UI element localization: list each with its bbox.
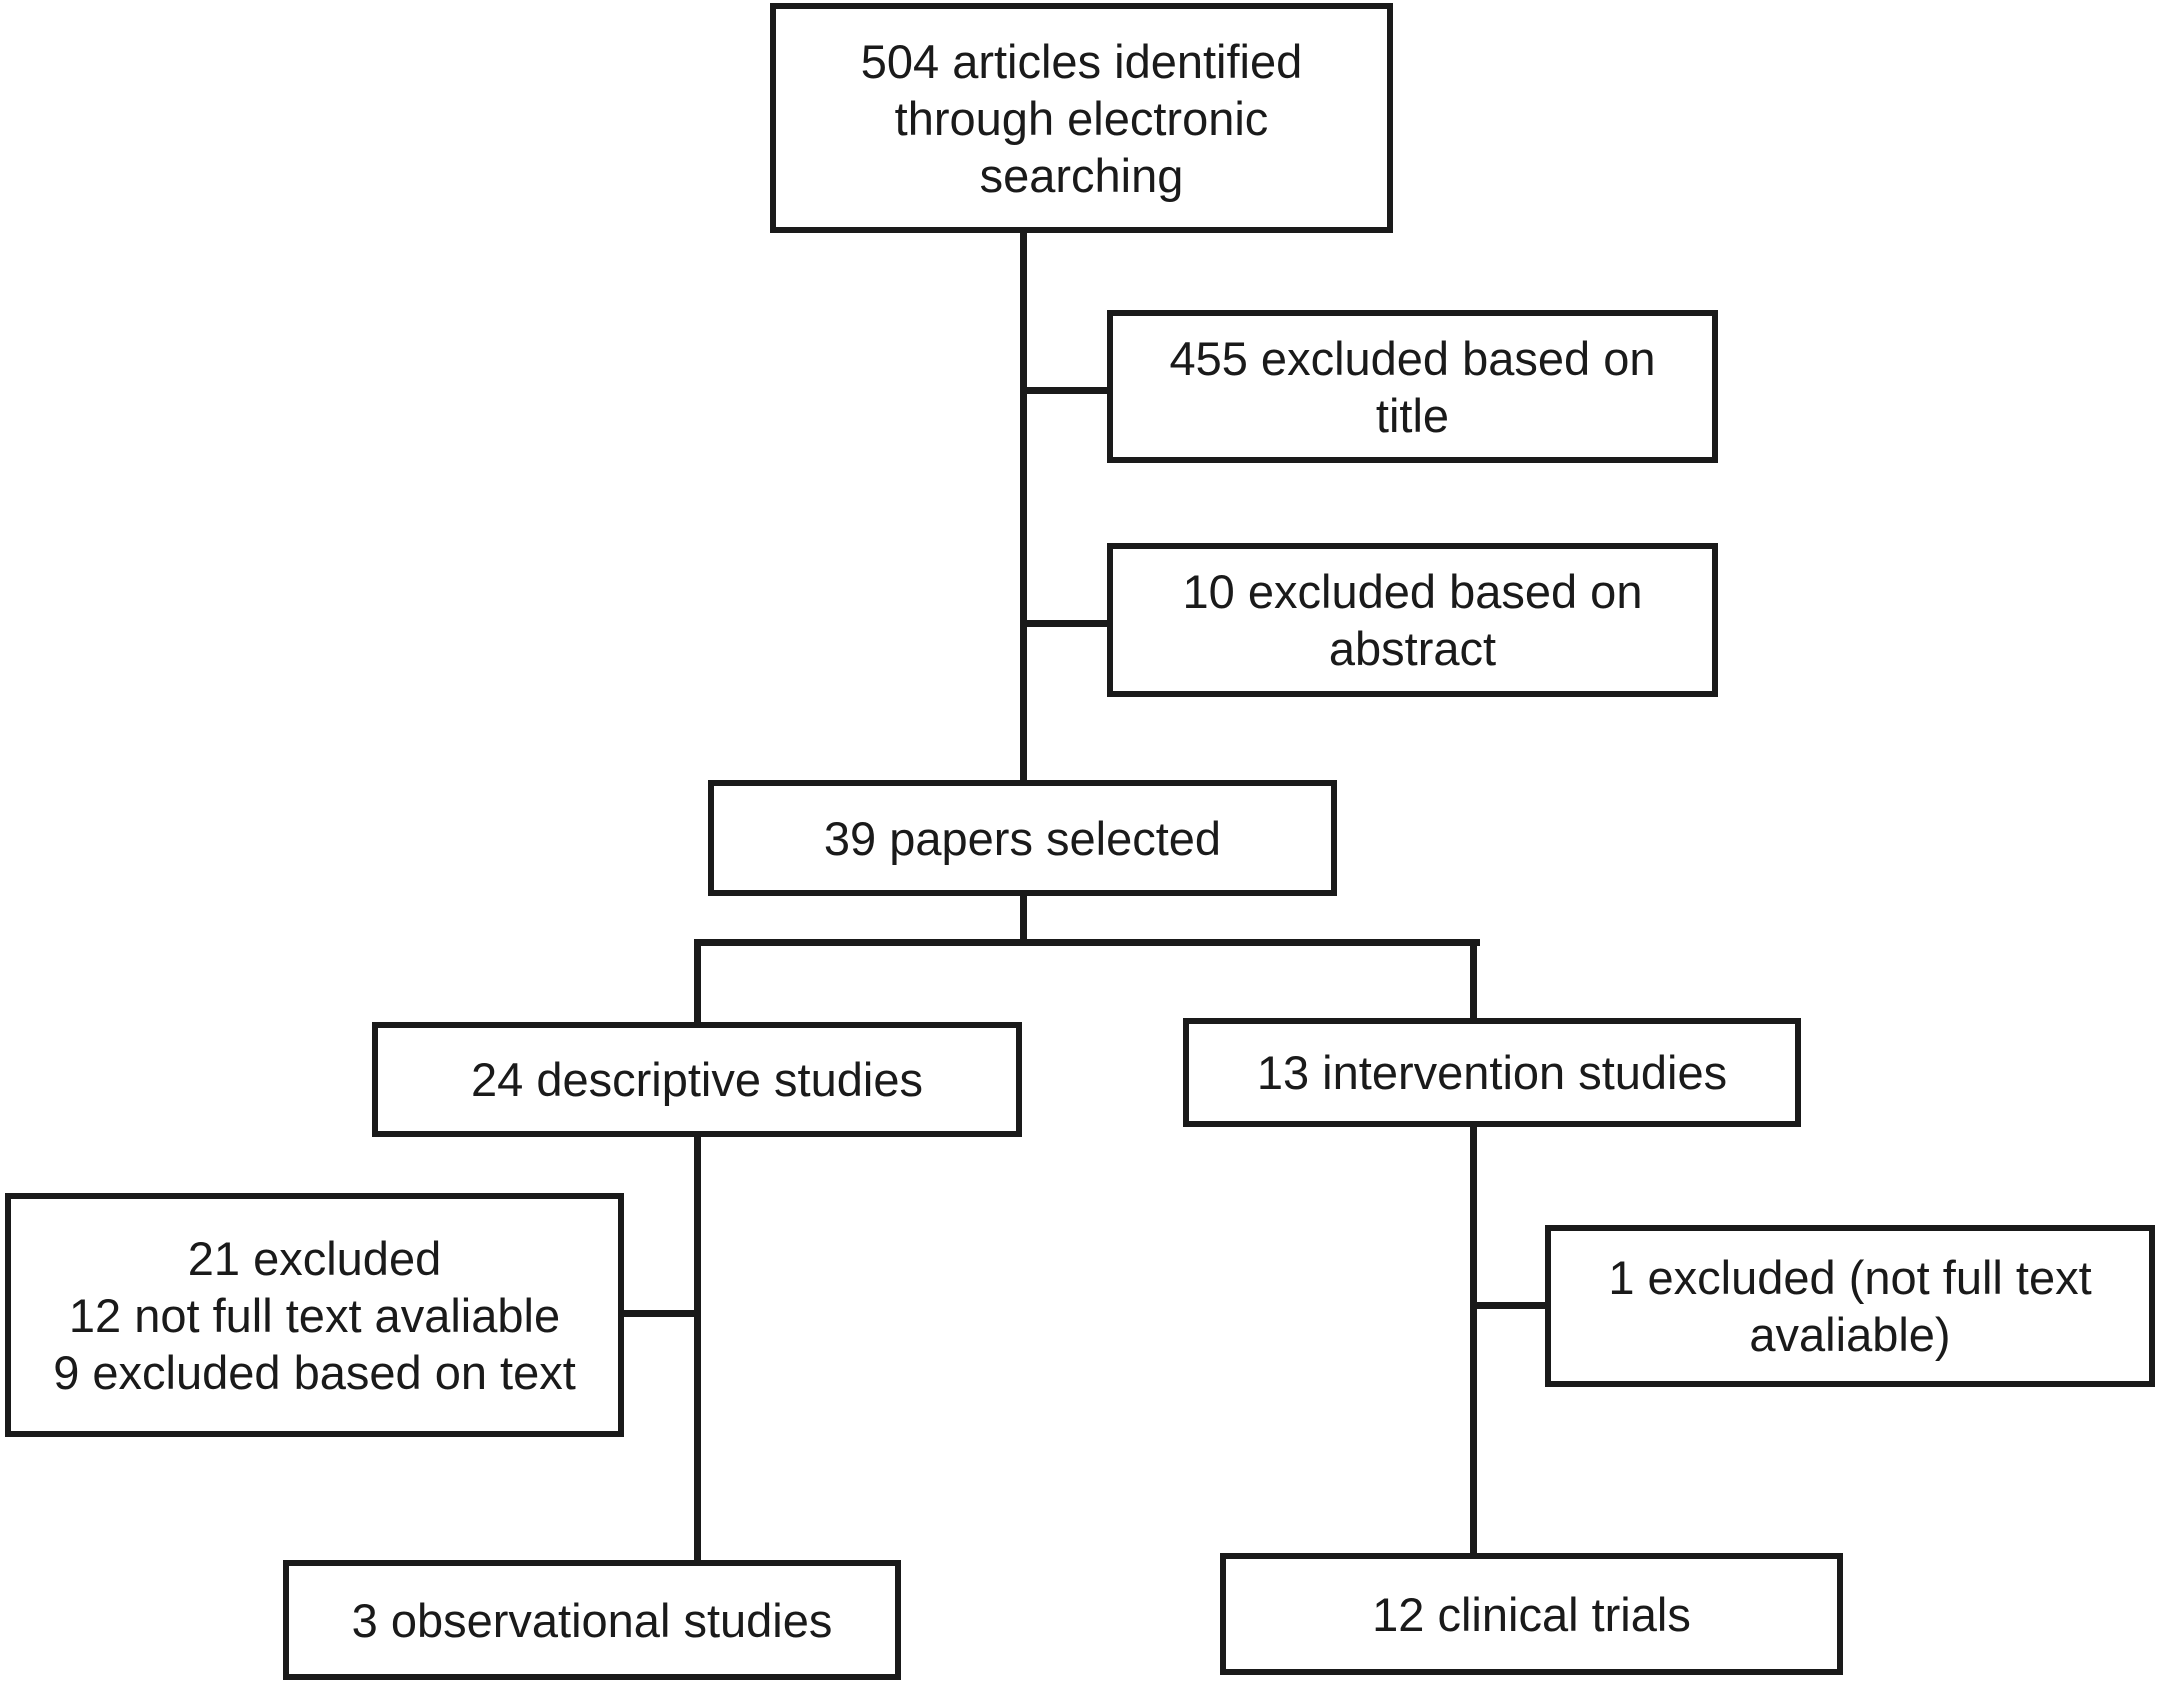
connector-intervention-to-clinical <box>1470 1124 1477 1557</box>
node-observational-studies: 3 observational studies <box>283 1560 901 1680</box>
node-descriptive-studies: 24 descriptive studies <box>372 1022 1022 1137</box>
node-excluded-intervention: 1 excluded (not full text avaliable) <box>1545 1225 2155 1387</box>
connector-identified-to-selected <box>1020 230 1027 783</box>
connector-branch-excluded-intervention <box>1473 1302 1549 1309</box>
connector-branch-excluded-abstract <box>1020 620 1110 627</box>
connector-split-to-intervention <box>1470 939 1477 1022</box>
connector-descriptive-to-observational <box>694 1134 701 1564</box>
connector-split-bar <box>694 939 1480 946</box>
connector-split-to-descriptive <box>694 939 701 1026</box>
connector-branch-excluded-title <box>1020 387 1110 394</box>
connector-branch-excluded-descriptive <box>620 1310 700 1317</box>
node-excluded-abstract: 10 excluded based on abstract <box>1107 543 1718 697</box>
connector-selected-to-split <box>1020 893 1027 945</box>
node-papers-selected: 39 papers selected <box>708 780 1337 896</box>
node-articles-identified: 504 articles identified through electron… <box>770 3 1393 233</box>
node-intervention-studies: 13 intervention studies <box>1183 1018 1801 1127</box>
node-excluded-title: 455 excluded based on title <box>1107 310 1718 463</box>
node-clinical-trials: 12 clinical trials <box>1220 1553 1843 1675</box>
node-excluded-descriptive: 21 excluded 12 not full text avaliable 9… <box>5 1193 624 1437</box>
